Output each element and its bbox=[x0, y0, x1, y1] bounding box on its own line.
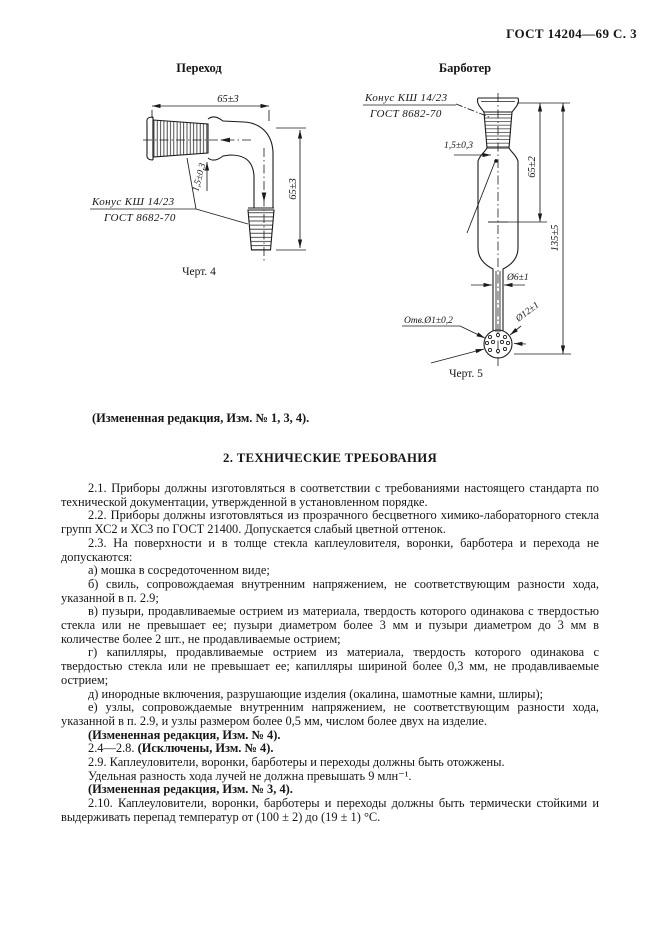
fig4-tube-outer bbox=[207, 116, 274, 208]
fig4-height-dim: 65±3 bbox=[288, 178, 299, 200]
fig5-wall-section-line bbox=[466, 158, 497, 234]
paragraph: (Измененная редакция, Изм. № 3, 4). bbox=[88, 782, 293, 797]
requirements-text: 2.1. Приборы должны изготовляться в соот… bbox=[61, 481, 599, 825]
fig4-leader-1 bbox=[186, 157, 197, 210]
fig4-wall-dim: 1,5±0,3 bbox=[191, 162, 208, 193]
section-heading: 2. ТЕХНИЧЕСКИЕ ТРЕБОВАНИЯ bbox=[223, 451, 437, 465]
revision-note-top: (Измененная редакция, Изм. № 1, 3, 4). bbox=[92, 411, 310, 425]
paragraph: Удельная разность хода лучей не должна п… bbox=[88, 768, 412, 783]
paragraph: 2.1. Приборы должны изготовляться в соот… bbox=[61, 481, 599, 509]
fig5-tube-dia-dim: Ø6±1 bbox=[506, 273, 529, 283]
paragraph-lead: 2.4—2.8. bbox=[88, 741, 138, 756]
figure5-caption: Черт. 5 bbox=[449, 368, 483, 380]
fig5-joint-height-dim: 65±2 bbox=[527, 155, 538, 177]
paragraph: 2.9. Каплеуловители, воронки, барботеры … bbox=[88, 755, 505, 770]
paragraph: 2.3. На поверхности и в толще стекла кап… bbox=[61, 535, 599, 564]
figure5-title: Барботер bbox=[438, 61, 492, 75]
fig4-cone-label: Конус КШ 14/23 bbox=[91, 196, 175, 208]
paragraph: г) капилляры, продавливаемые острием из … bbox=[61, 645, 599, 687]
fig5-total-height-dim: 135±5 bbox=[550, 225, 561, 252]
fig4-flow-arrow-left bbox=[220, 137, 230, 143]
figure4-title: Переход bbox=[176, 61, 222, 75]
paragraph: (Измененная редакция, Изм. № 4). bbox=[88, 727, 281, 742]
fig5-holes-dim: Отв.Ø1±0,2 bbox=[404, 316, 453, 326]
fig5-wall-dim: 1,5±0,3 bbox=[444, 141, 473, 151]
fig5-body-left bbox=[477, 147, 494, 331]
paragraph: в) пузыри, продавливаемые острием из мат… bbox=[61, 604, 599, 646]
fig4-flow-arrow-down bbox=[261, 192, 267, 202]
paragraph: е) узлы, сопровождаемые внутренним напря… bbox=[61, 700, 599, 728]
fig5-body-right bbox=[502, 147, 519, 331]
paragraph-text: (Исключены, Изм. № 4). bbox=[137, 741, 274, 756]
page-header: ГОСТ 14204—69 С. 3 bbox=[506, 26, 637, 41]
fig5-mouth-right bbox=[511, 97, 520, 113]
figure4-drawing-perehod: 65±3 65±3 1,5±0,3 Конус КШ 14/23 ГОСТ 86… bbox=[90, 94, 306, 262]
figure4-caption: Черт. 4 bbox=[182, 266, 216, 278]
fig5-cone-label: Конус КШ 14/23 bbox=[364, 92, 448, 104]
paragraph: 2.2. Приборы должны изготовляться из про… bbox=[61, 508, 599, 537]
fig5-gost-label: ГОСТ 8682-70 bbox=[369, 108, 442, 120]
paragraph: 2.10. Каплеуловители, воронки, барботеры… bbox=[61, 796, 599, 824]
fig4-gost-label: ГОСТ 8682-70 bbox=[103, 212, 176, 224]
fig5-leader bbox=[455, 103, 490, 118]
fig5-wall-mark bbox=[494, 159, 498, 163]
figure5-drawing-barboter: Конус КШ 14/23 ГОСТ 8682-70 1,5±0,3 65±2… bbox=[363, 92, 571, 368]
paragraph: 2.4—2.8. (Исключены, Изм. № 4). bbox=[61, 742, 599, 756]
fig4-leader-2 bbox=[195, 208, 249, 225]
fig4-bottom-joint bbox=[247, 209, 275, 251]
paragraph: д) инородные включения, разрушающие изде… bbox=[88, 686, 544, 701]
fig4-ground-cone bbox=[152, 119, 209, 158]
fig4-tube-inner bbox=[207, 154, 255, 208]
paragraph: б) свиль, сопровождаемая внутренним напр… bbox=[61, 576, 599, 605]
fig4-width-dim: 65±3 bbox=[217, 94, 239, 105]
fig5-bulb-dia-dim: Ø12±1 bbox=[513, 300, 541, 324]
fig5-bulb-holes bbox=[484, 332, 511, 354]
fig5-mouth-left bbox=[476, 97, 485, 113]
fig4-joint-flange bbox=[146, 116, 154, 161]
paragraph: а) мошка в сосредоточенном виде; bbox=[88, 563, 270, 578]
